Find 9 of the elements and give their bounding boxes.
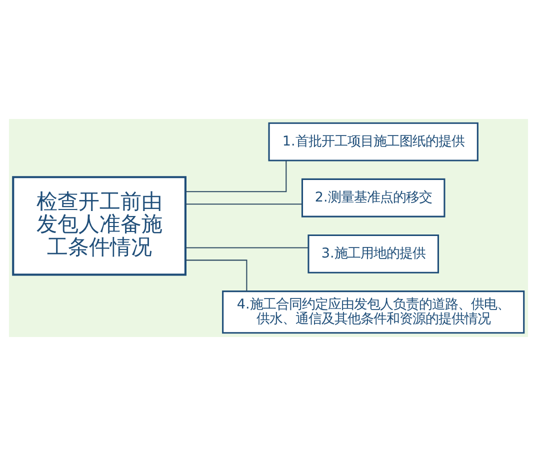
node-box: 检查开工前由发包人准备施工条件情况 [12,176,186,276]
node-box: 3.施工用地的提供 [308,234,439,273]
connector [186,203,302,204]
connector [186,246,308,248]
node-box: 1.首批开工项目施工图纸的提供 [268,122,478,161]
connector [186,160,287,192]
connector [185,259,248,291]
node-box: 2.测量基准点的移交 [301,178,446,217]
node-box: 4.施工合同约定应由发包人负责的道路、供电、供水、通信及其他条件和资源的提供情况 [222,290,525,334]
